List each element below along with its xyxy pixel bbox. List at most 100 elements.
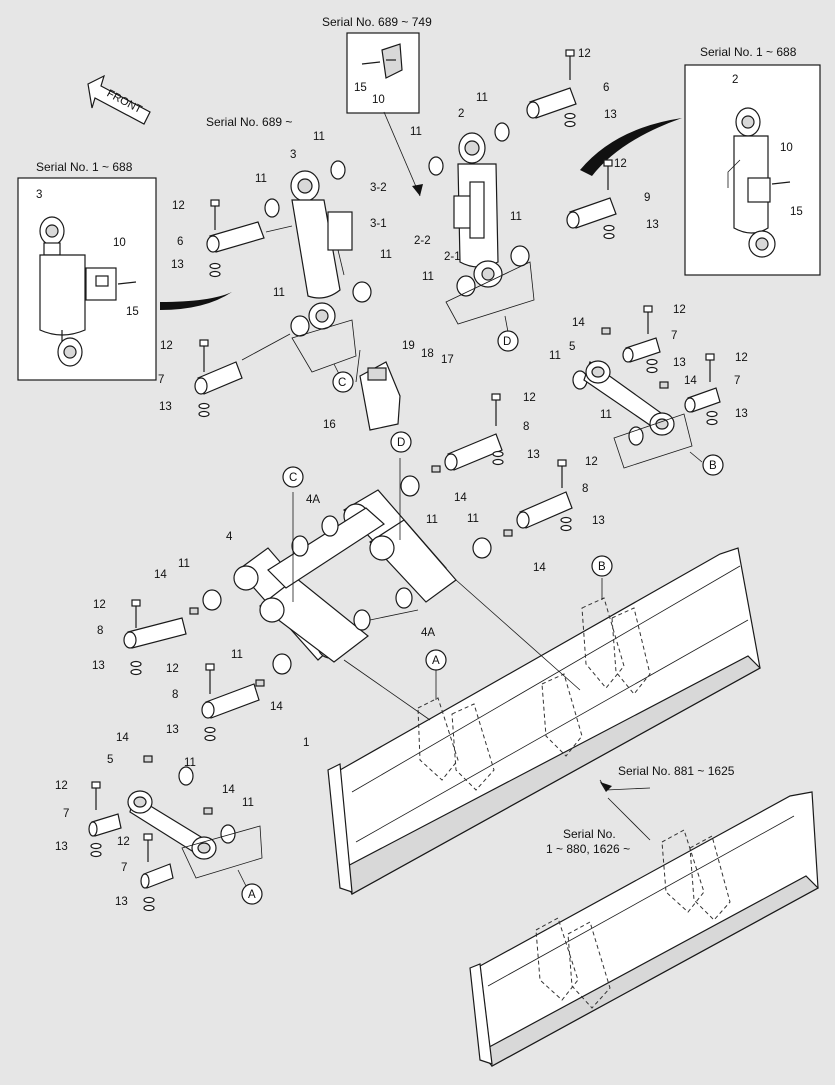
pin-7-b2	[684, 387, 721, 413]
callout-a-lower-label: A	[248, 889, 256, 901]
cylinder-3	[290, 170, 353, 330]
label-1: 1	[303, 737, 309, 749]
plate-16	[359, 361, 401, 431]
pin-8-c	[123, 617, 187, 649]
sweep-left	[160, 292, 232, 310]
serial-blade-lower-1: Serial No.	[563, 827, 616, 841]
label-11: 11	[476, 92, 488, 104]
label-18: 18	[421, 348, 434, 360]
callout-c-upper	[332, 371, 354, 393]
label-12: 12	[93, 599, 106, 611]
label-12: 12	[585, 456, 598, 468]
pin-7-b1	[622, 337, 661, 363]
pin-8-d	[201, 683, 260, 719]
leader-lines	[181, 111, 703, 887]
label-15: 15	[354, 82, 367, 94]
label-14: 14	[222, 784, 235, 796]
label-3: 3	[36, 189, 42, 201]
label-11: 11	[231, 649, 243, 661]
blade-main	[327, 547, 761, 895]
label-13: 13	[646, 219, 659, 231]
label-12: 12	[523, 392, 536, 404]
label-7: 7	[671, 330, 677, 342]
label-6: 6	[603, 82, 609, 94]
label-11: 11	[380, 249, 392, 261]
callout-d-frame	[390, 431, 412, 453]
label-2: 2	[458, 108, 464, 120]
bolts-and-washers	[90, 49, 718, 912]
label-12: 12	[578, 48, 591, 60]
label-14: 14	[572, 317, 585, 329]
label-11: 11	[313, 131, 325, 143]
serial-center-cyl: Serial No. 689 ~	[206, 115, 292, 129]
grease-nipples	[143, 327, 669, 815]
label-13: 13	[115, 896, 128, 908]
seal-rings	[178, 122, 644, 844]
serial-left-inset: Serial No. 1 ~ 688	[36, 160, 133, 174]
pin-7-left	[194, 361, 243, 395]
front-arrow: FRONT	[87, 74, 151, 125]
label-8: 8	[97, 625, 103, 637]
label-11: 11	[242, 797, 254, 809]
label-7: 7	[63, 808, 69, 820]
top-inset-valve	[361, 43, 403, 79]
callout-c-upper-label: C	[338, 377, 346, 389]
label-12: 12	[614, 158, 627, 170]
label-14: 14	[533, 562, 546, 574]
pin-7-a1	[88, 813, 122, 837]
label-15: 15	[126, 306, 139, 318]
label-8: 8	[582, 483, 588, 495]
label-11: 11	[410, 126, 422, 138]
frame-4	[233, 489, 457, 663]
label-12: 12	[166, 663, 179, 675]
label-8: 8	[172, 689, 178, 701]
label-9: 9	[644, 192, 650, 204]
label-11: 11	[422, 271, 434, 283]
callout-d-upper	[497, 330, 519, 352]
callout-a-blade	[425, 649, 447, 671]
label-17: 17	[441, 354, 454, 366]
label-3-1: 3-1	[370, 218, 387, 230]
callout-b-upper-label: B	[709, 460, 717, 472]
label-11: 11	[255, 173, 267, 185]
label-13: 13	[604, 109, 617, 121]
label-11: 11	[600, 409, 612, 421]
label-12: 12	[55, 780, 68, 792]
label-11: 11	[178, 558, 190, 570]
serial-top-inset: Serial No. 689 ~ 749	[322, 15, 432, 29]
label-14: 14	[116, 732, 129, 744]
label-14: 14	[154, 569, 167, 581]
label-14: 14	[270, 701, 283, 713]
label-13: 13	[92, 660, 105, 672]
serial-blade-lower-2: 1 ~ 880, 1626 ~	[546, 842, 630, 856]
serial-blade-upper: Serial No. 881 ~ 1625	[618, 764, 735, 778]
label-13: 13	[171, 259, 184, 271]
callout-b-blade-label: B	[598, 561, 606, 573]
label-10: 10	[113, 237, 126, 249]
label-14: 14	[684, 375, 697, 387]
label-16: 16	[323, 419, 336, 431]
label-4A: 4A	[421, 627, 435, 639]
label-12: 12	[160, 340, 173, 352]
pin-8-b	[516, 491, 573, 529]
callout-d-frame-label: D	[397, 437, 405, 449]
pin-8-a	[444, 433, 503, 471]
label-10: 10	[780, 142, 793, 154]
label-2-2: 2-2	[414, 235, 431, 247]
label-11: 11	[510, 211, 522, 223]
label-3: 3	[290, 149, 296, 161]
pin-6	[206, 221, 265, 253]
callout-a-lower	[241, 883, 263, 905]
callout-c-frame	[282, 466, 304, 488]
pin-9	[566, 197, 617, 229]
serial-right-inset: Serial No. 1 ~ 688	[700, 45, 797, 59]
top-inset-box	[346, 32, 420, 114]
label-13: 13	[527, 449, 540, 461]
label-10: 10	[372, 94, 385, 106]
label-7: 7	[158, 374, 164, 386]
label-11: 11	[426, 514, 438, 526]
label-2: 2	[732, 74, 738, 86]
label-12: 12	[117, 836, 130, 848]
